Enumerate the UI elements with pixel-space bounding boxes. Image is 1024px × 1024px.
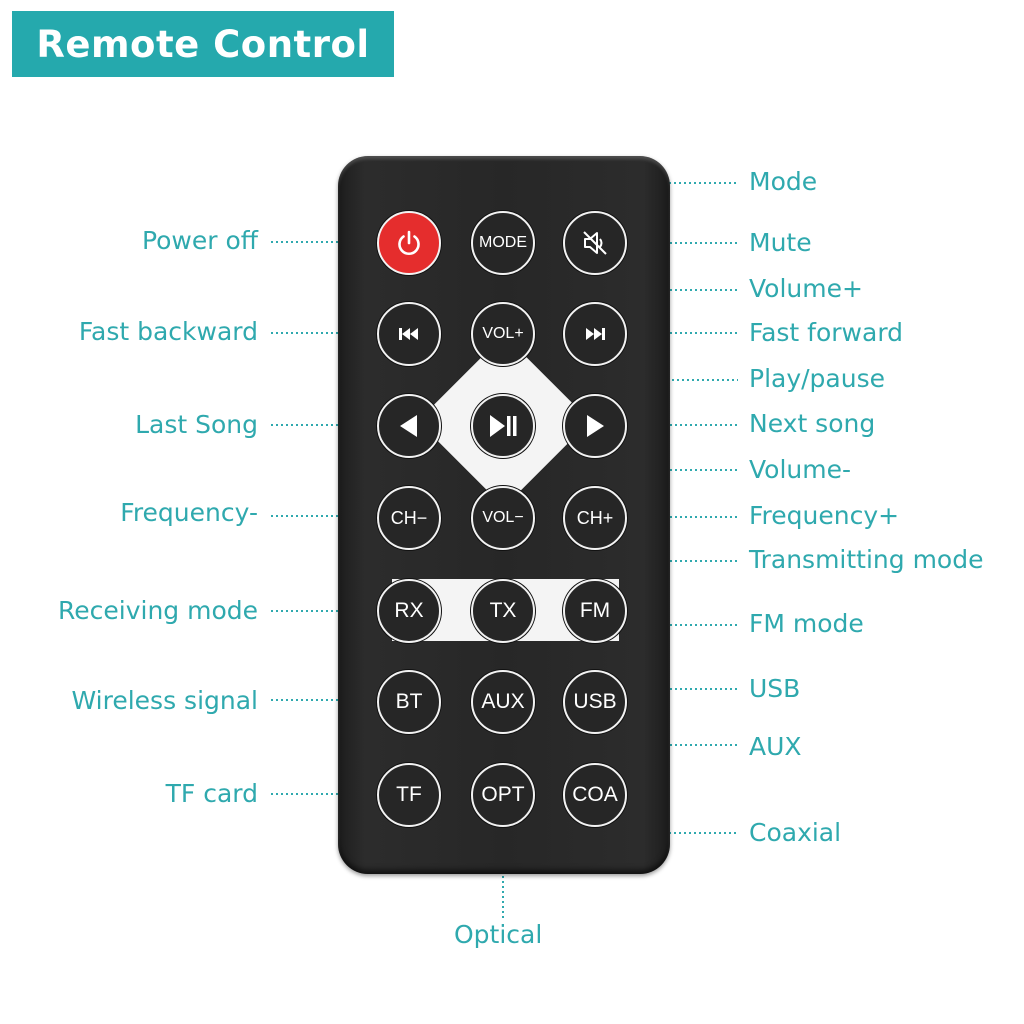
label-power-off: Power off	[141, 226, 258, 255]
mode-button[interactable]: MODE	[471, 211, 535, 275]
skip-forward-icon	[586, 328, 605, 340]
opt-button[interactable]: OPT	[471, 763, 535, 827]
tx-button[interactable]: TX	[471, 579, 535, 643]
label-play-pause: Play/pause	[749, 364, 885, 393]
last-song-button[interactable]	[377, 394, 441, 458]
triangle-left-icon	[400, 415, 417, 437]
volume-down-button[interactable]: VOL−	[471, 486, 535, 550]
next-song-button[interactable]	[563, 394, 627, 458]
fm-button[interactable]: FM	[563, 579, 627, 643]
label-receiving-mode: Receiving mode	[58, 596, 258, 625]
fast-backward-button[interactable]	[377, 302, 441, 366]
coa-button[interactable]: COA	[563, 763, 627, 827]
label-coaxial: Coaxial	[749, 818, 842, 847]
mute-speaker-icon	[583, 231, 607, 255]
label-tf-card: TF card	[165, 779, 258, 808]
play-pause-button[interactable]	[471, 394, 535, 458]
mute-button[interactable]	[563, 211, 627, 275]
tf-button[interactable]: TF	[377, 763, 441, 827]
label-wireless-signal: Wireless signal	[71, 686, 259, 715]
label-optical: Optical	[454, 920, 543, 949]
usb-button[interactable]: USB	[563, 670, 627, 734]
play-pause-icon	[490, 415, 517, 437]
title-banner: Remote Control	[12, 11, 394, 77]
label-fast-backward: Fast backward	[78, 317, 258, 346]
label-aux: AUX	[749, 732, 802, 761]
bt-button[interactable]: BT	[377, 670, 441, 734]
rx-button[interactable]: RX	[377, 579, 441, 643]
volume-up-button[interactable]: VOL+	[471, 302, 535, 366]
label-volume-plus: Volume+	[749, 274, 863, 303]
label-next-song: Next song	[749, 409, 876, 438]
page-title: Remote Control	[36, 22, 370, 66]
label-fast-forward: Fast forward	[749, 318, 904, 347]
label-volume-minus: Volume-	[749, 455, 852, 484]
channel-up-button[interactable]: CH+	[563, 486, 627, 550]
fast-forward-button[interactable]	[563, 302, 627, 366]
power-button[interactable]	[377, 211, 441, 275]
label-mode: Mode	[749, 167, 818, 196]
label-transmitting-mode: Transmitting mode	[749, 545, 984, 574]
skip-back-icon	[399, 328, 418, 340]
label-fm-mode: FM mode	[749, 609, 864, 638]
label-frequency-minus: Frequency-	[120, 498, 258, 527]
label-last-song: Last Song	[135, 410, 258, 439]
power-icon	[398, 230, 420, 255]
label-frequency-plus: Frequency+	[749, 501, 900, 530]
aux-button[interactable]: AUX	[471, 670, 535, 734]
label-mute: Mute	[749, 228, 812, 257]
channel-down-button[interactable]: CH−	[377, 486, 441, 550]
triangle-right-icon	[587, 415, 604, 437]
label-usb: USB	[749, 674, 801, 703]
